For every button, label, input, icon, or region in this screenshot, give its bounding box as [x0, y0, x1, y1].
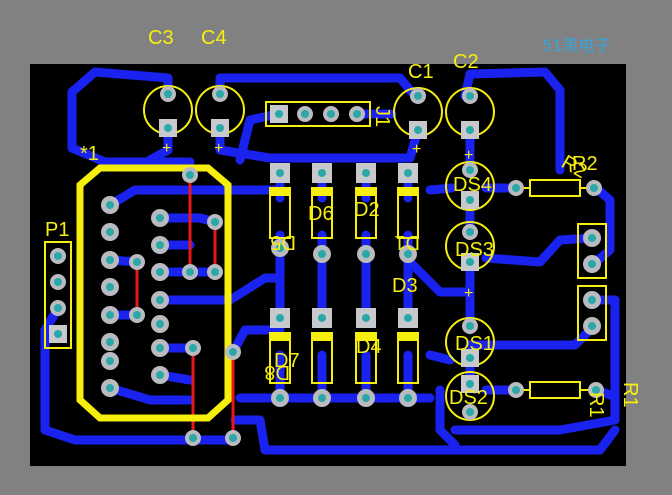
diode-d7[interactable] — [311, 308, 333, 407]
plus-mark-c3: + — [162, 140, 171, 157]
led-ds3[interactable] — [445, 221, 495, 271]
diode-d5[interactable] — [269, 163, 291, 257]
plus-mark-ds3: + — [464, 285, 473, 302]
label-c2: C2 — [453, 51, 479, 73]
vias — [129, 167, 241, 446]
label-d1: D1 — [394, 231, 420, 253]
led-ds1[interactable] — [445, 317, 495, 367]
label-u1: *1 — [80, 143, 99, 165]
label-ds4: DS4 — [453, 174, 492, 196]
capacitor-c3[interactable] — [143, 85, 193, 137]
header-2pin-lower[interactable] — [577, 285, 607, 341]
label-d8: D8 — [264, 361, 290, 383]
bottom-layer-traces — [135, 175, 235, 438]
ic-socket-u1[interactable] — [76, 164, 232, 422]
label-d7: D7 — [274, 350, 300, 372]
watermark-text: 51黑电子 — [542, 36, 610, 55]
diode-d4[interactable] — [355, 308, 377, 407]
label-p1: P1 — [45, 219, 69, 241]
label-r1-mirrored: R1 — [585, 392, 607, 418]
diode-d3[interactable] — [397, 308, 419, 407]
label-ds2: DS2 — [449, 387, 488, 409]
label-d2: D2 — [354, 199, 380, 221]
label-ds3: DS3 — [455, 239, 494, 261]
label-d6: D6 — [308, 203, 334, 225]
label-ds1: DS1 — [455, 333, 494, 355]
label-j1: J1 — [371, 106, 393, 127]
label-r1: R1 — [619, 382, 641, 408]
led-ds4[interactable] — [445, 161, 495, 211]
label-d3: D3 — [392, 275, 418, 297]
label-d4: D4 — [356, 336, 382, 358]
label-c1: C1 — [408, 61, 434, 83]
diode-d2[interactable] — [355, 163, 377, 263]
plus-mark-c1: + — [412, 141, 421, 158]
capacitor-c4[interactable] — [195, 85, 245, 137]
diode-d1[interactable] — [397, 163, 419, 263]
header-2pin-upper[interactable] — [577, 223, 607, 279]
connector-j1[interactable] — [265, 101, 371, 127]
resistor-r2[interactable] — [508, 179, 602, 197]
plus-mark-c4: + — [214, 140, 223, 157]
diode-d8[interactable] — [269, 308, 291, 407]
label-c3: C3 — [148, 27, 174, 49]
capacitor-c2[interactable] — [445, 87, 495, 139]
label-c4: C4 — [201, 27, 227, 49]
led-ds2[interactable] — [445, 371, 495, 421]
capacitor-c1[interactable] — [393, 87, 443, 139]
plus-mark-c2: + — [464, 147, 473, 164]
resistor-r1[interactable] — [508, 381, 604, 399]
diode-d6[interactable] — [311, 163, 333, 263]
connector-p1[interactable] — [44, 241, 72, 349]
label-r2: R2 — [572, 153, 598, 175]
label-d5: D5 — [270, 231, 296, 253]
